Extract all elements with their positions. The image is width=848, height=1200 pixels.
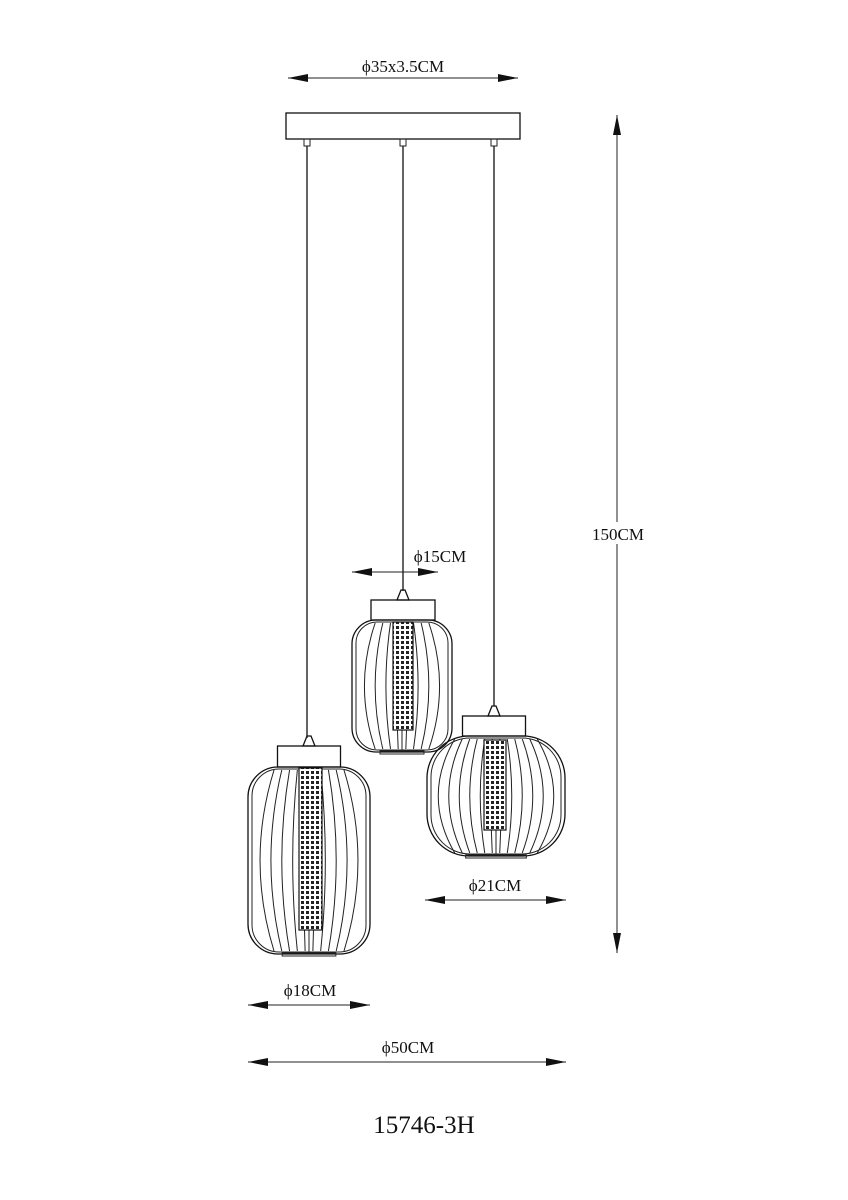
shade-rib [374,622,384,750]
shade-outline [426,735,566,857]
small-shade-dimension: ϕ15CM [352,547,466,576]
shade-rib [514,738,523,854]
canopy-dimension: ϕ35x3.5CM [288,57,518,82]
lamp-cap [276,745,342,768]
shade-rib [385,622,391,750]
shade-outline [351,619,453,753]
shade-outline [247,766,371,955]
tall-shade-dimension-label: ϕ18CM [284,981,336,1000]
canopy-dimension-label: ϕ35x3.5CM [362,57,444,76]
shade-rib [270,769,283,952]
small-shade-dimension-label: ϕ15CM [414,547,466,566]
lamp-cap [461,715,527,737]
shade-rib [343,769,359,952]
shade-bottom-ring [465,854,527,859]
shade-rib [292,769,298,952]
led-crystal-strip [483,739,507,831]
lamp-small [351,589,453,755]
tall-shade-dimension: ϕ18CM [248,981,370,1009]
shade-rib [281,769,291,952]
lamp-tall [247,735,371,957]
shade-bottom-ring [379,750,425,755]
shade-rib [420,622,430,750]
shade-rib [506,738,513,854]
model-number: 15746-3H [373,1112,474,1139]
cord-grip [487,705,501,717]
shade-rib [536,738,555,854]
shade-rib [259,769,275,952]
medium-shade-dimension-label: ϕ21CM [469,876,521,895]
medium-shade-dimension: ϕ21CM [425,876,566,904]
shade-rib [458,738,471,854]
shade-rib [448,738,463,854]
cord-connectors [303,138,498,147]
overall-width-dimension-label: ϕ50CM [382,1038,434,1057]
shade-bottom-ring [281,952,337,957]
ceiling-canopy [285,112,521,140]
shade-rib [469,738,478,854]
lamp-medium [426,705,566,859]
shade-rib [327,769,337,952]
shade-rib [437,738,456,854]
lamp-cap [370,599,436,621]
cord-grip [396,589,410,601]
suspension-cords [306,146,495,738]
height-dimension-label: 150CM [592,525,644,544]
shade-rib [521,738,534,854]
shade-rib [529,738,544,854]
cord-grip [302,735,316,747]
led-crystal-strip [298,767,323,931]
shade-rib [413,622,419,750]
shade-rib [363,622,376,750]
lamp-shades [247,589,566,957]
shade-rib [335,769,348,952]
led-crystal-strip [392,621,414,731]
overall-width-dimension: ϕ50CM [248,1038,566,1066]
shade-rib [428,622,441,750]
shade-rib [479,738,486,854]
height-dimension: 150CM [588,115,648,953]
